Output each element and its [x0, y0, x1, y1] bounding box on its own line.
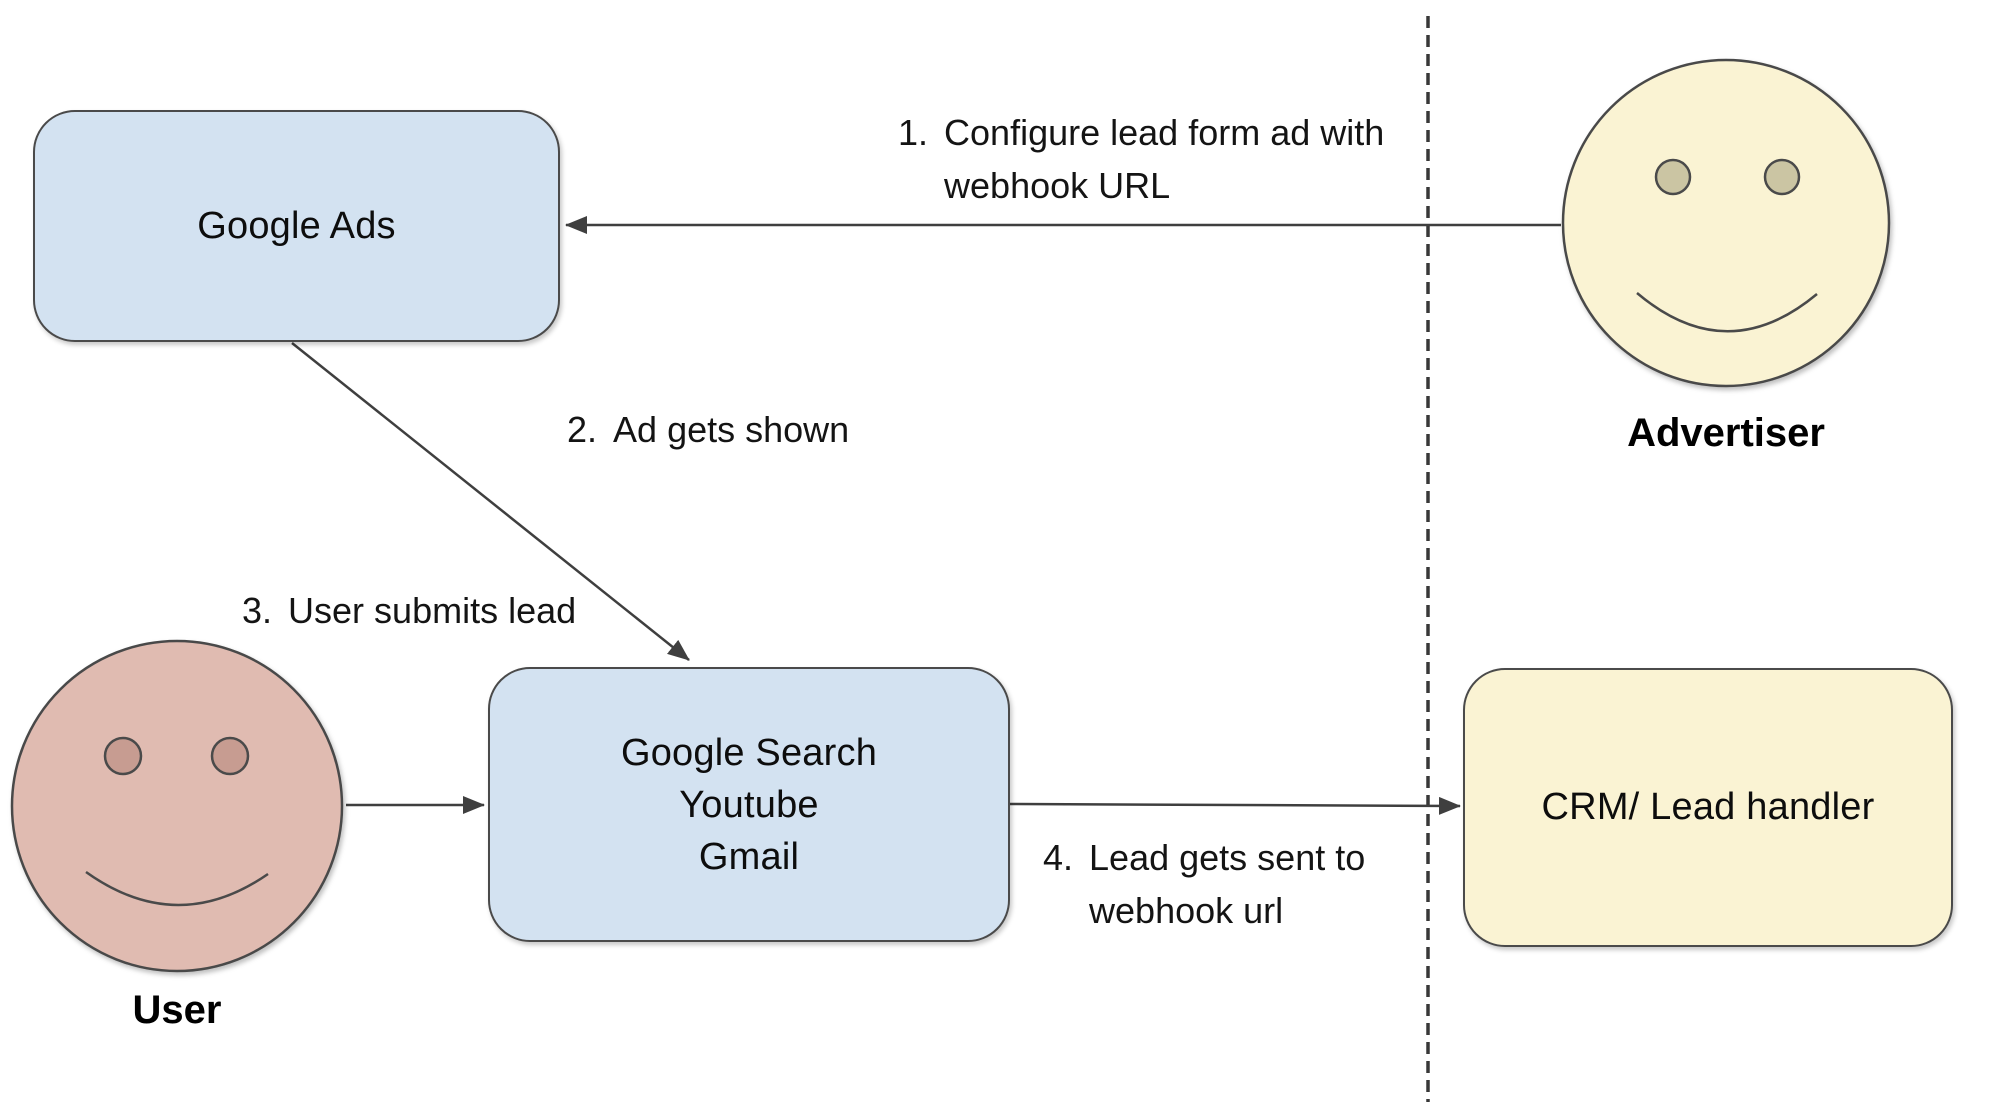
google-ads-box-label: Google Ads	[197, 204, 396, 247]
crm-box-label: CRM/ Lead handler	[1541, 786, 1875, 828]
google-properties-line-2: Youtube	[679, 783, 819, 826]
advertiser-label: Advertiser	[1627, 411, 1825, 455]
arrow-lead-sent-to-webhook	[1009, 796, 1461, 815]
google-properties-line-1: Google Search	[620, 731, 878, 774]
step-2-label: 2. Ad gets shown	[567, 403, 849, 456]
step-3-text-line-1: User submits lead	[288, 590, 577, 631]
google-properties-line-3: Gmail	[698, 835, 800, 878]
user-right-eye	[210, 736, 250, 776]
advertiser-left-eye	[1654, 158, 1692, 196]
crm-lead-handler-box: CRM/ Lead handler	[1463, 668, 1953, 947]
user-label: User	[132, 988, 222, 1032]
advertiser-smile	[1636, 292, 1818, 333]
step-1-text-line-1: Configure lead form ad with	[944, 112, 1385, 153]
google-ads-box: Google Ads	[33, 110, 560, 342]
user-left-eye	[103, 736, 143, 776]
user-smile	[85, 870, 269, 907]
user-face-circle	[10, 639, 344, 973]
step-4-text-line-2: webhook url	[1089, 890, 1284, 931]
advertiser-right-eye	[1763, 158, 1801, 196]
advertiser-face-circle	[1561, 58, 1891, 388]
step-2-number: 2.	[567, 409, 598, 450]
step-1-text-line-2: webhook URL	[944, 165, 1171, 206]
step-4-number: 4.	[1043, 837, 1074, 878]
step-1-number: 1.	[898, 112, 929, 153]
step-4-label: 4. Lead gets sent to webhook url	[1043, 831, 1365, 937]
step-3-number: 3.	[242, 590, 273, 631]
google-properties-box: Google Search Youtube Gmail	[488, 667, 1010, 942]
user-face	[10, 639, 344, 973]
step-3-label: 3. User submits lead	[242, 584, 576, 637]
step-1-label: 1. Configure lead form ad with webhook U…	[898, 106, 1384, 212]
arrow-ad-gets-shown	[291, 342, 690, 661]
step-4-text-line-1: Lead gets sent to	[1089, 837, 1366, 878]
step-2-text-line-1: Ad gets shown	[613, 409, 850, 450]
advertiser-face	[1561, 58, 1891, 388]
